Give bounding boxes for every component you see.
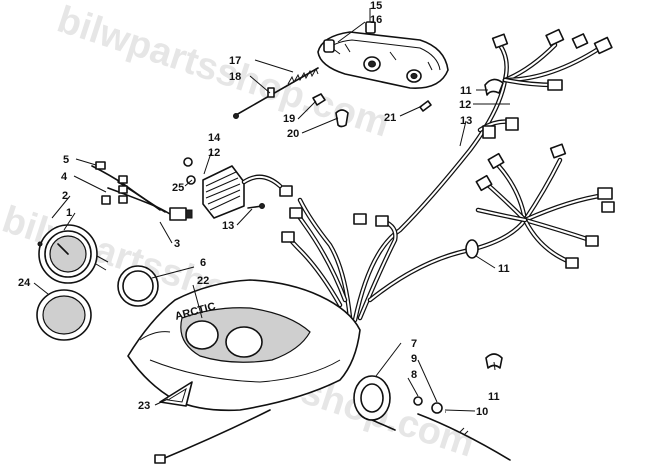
callout-11-top: 11	[460, 85, 472, 97]
callout-7: 7	[411, 338, 417, 350]
callout-22: 20	[287, 128, 299, 140]
callout-1: 1	[66, 207, 72, 219]
spring-rod	[233, 67, 319, 119]
callout-16: 14	[208, 132, 221, 144]
callout-10: 10	[476, 406, 488, 418]
callout-15: 13	[222, 220, 234, 232]
callout-17: 15	[370, 0, 382, 12]
ignition-switch	[353, 375, 511, 461]
gauge-harness	[91, 161, 193, 221]
callout-21: 19	[283, 113, 295, 125]
harness-connectors	[279, 28, 615, 269]
voltage-regulator	[183, 157, 283, 219]
callout-14: 12	[208, 147, 220, 159]
lower-cable	[154, 409, 271, 464]
callout-4: 4	[61, 171, 68, 183]
callout-27: 25	[172, 182, 184, 194]
callout-5: 5	[63, 154, 69, 166]
callout-13: 13	[460, 115, 472, 127]
grommets	[465, 78, 504, 369]
bulb-sockets	[312, 93, 432, 128]
callout-9: 9	[411, 353, 417, 365]
callout-6: 6	[200, 257, 206, 269]
callout-19: 17	[229, 55, 241, 67]
callout-11-bottom: 11	[488, 391, 500, 403]
leader-lines	[33, 8, 510, 413]
callout-20: 18	[229, 71, 241, 83]
bezel-rings	[36, 265, 159, 341]
callout-25: 23	[138, 400, 150, 412]
callout-23: 21	[384, 112, 396, 124]
callout-2: 2	[62, 190, 68, 202]
callout-18: 16	[370, 14, 382, 26]
hood-dash: ARCTIC	[127, 279, 361, 412]
callout-8: 8	[411, 369, 417, 381]
callout-26: 24	[18, 277, 31, 289]
callouts: 15 16 17 18 19 20 21 11 12 13 11 14 12 2…	[18, 0, 510, 418]
callout-24: 22	[197, 275, 209, 287]
callout-12: 12	[459, 99, 471, 111]
speedometer-gauge	[37, 224, 109, 284]
callout-3: 3	[174, 238, 180, 250]
decal-triangle	[159, 381, 193, 407]
taillight-assembly	[317, 21, 449, 89]
callout-11-mid: 11	[498, 263, 510, 275]
